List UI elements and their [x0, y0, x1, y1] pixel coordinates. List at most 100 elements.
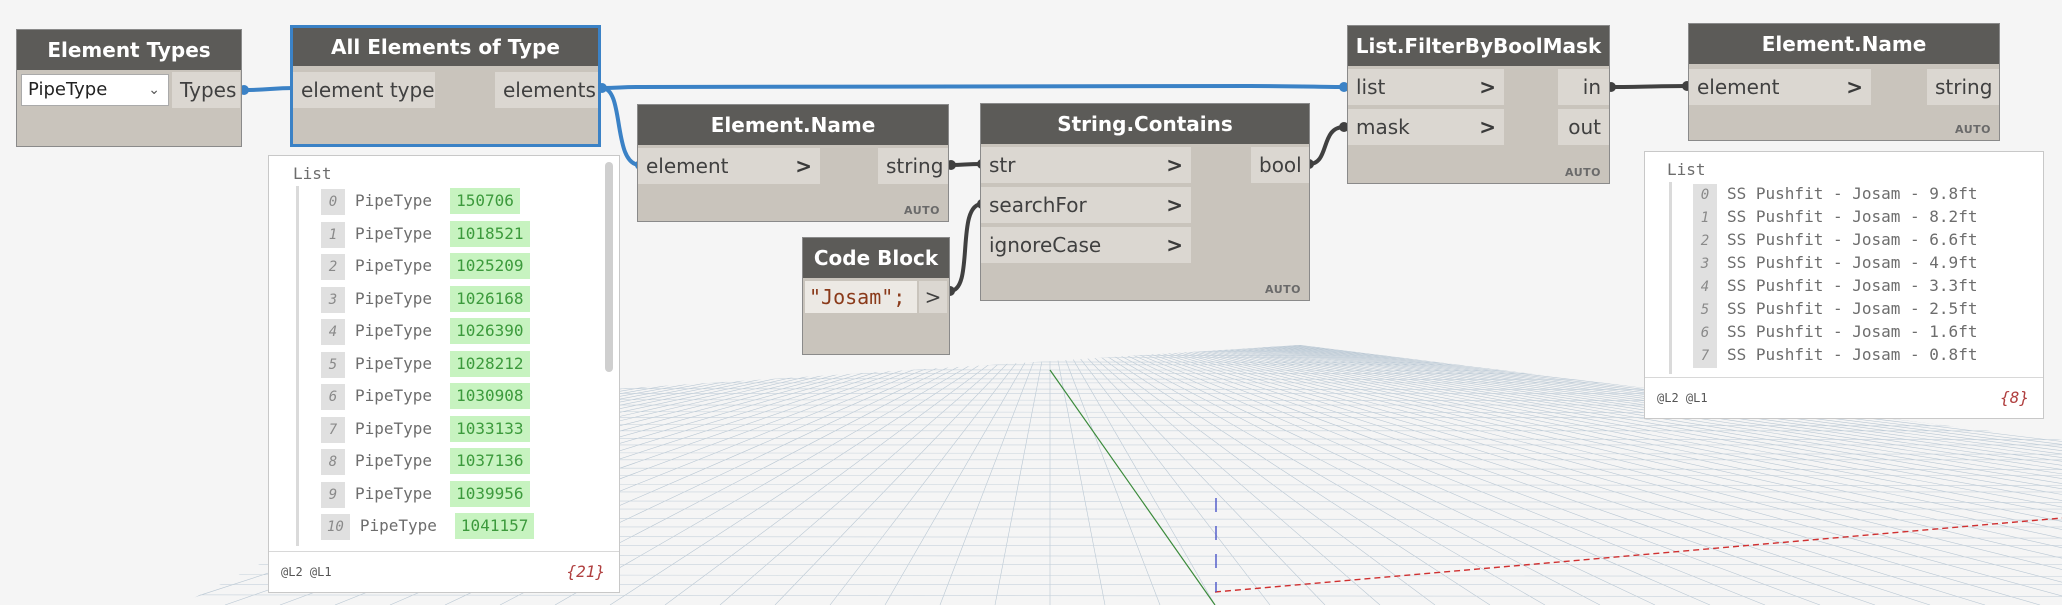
output-port-string[interactable]: string [878, 148, 948, 184]
string-contains-node[interactable]: String.Contains str > searchFor > ignore… [980, 103, 1310, 301]
output-port-code[interactable]: > [919, 281, 947, 313]
item-type: PipeType [355, 386, 433, 405]
input-port-searchfor[interactable]: searchFor > [981, 187, 1191, 223]
port-label: Types [180, 78, 237, 102]
tree-connector [296, 186, 299, 546]
item-id: 1028212 [450, 350, 530, 377]
port-label: elements [503, 78, 596, 102]
code-block-node[interactable]: Code Block "Josam"; > [802, 237, 950, 355]
preview-count: {8} [2000, 388, 2029, 407]
wire-elements-to-list[interactable] [601, 83, 1345, 90]
wire-types-to-element-type[interactable] [243, 86, 296, 92]
item-index: 2 [321, 254, 345, 280]
port-label: list [1356, 75, 1386, 99]
item-type: PipeType [355, 483, 433, 503]
item-text: SS Pushfit - Josam - 1.6ft [1727, 322, 1978, 341]
code-editor[interactable]: "Josam"; [805, 281, 917, 313]
item-index: 5 [321, 351, 345, 378]
item-text: SS Pushfit - Josam - 0.8ft [1727, 345, 1978, 364]
element-type-dropdown[interactable]: PipeType ⌄ [21, 74, 169, 106]
item-index: 7 [321, 416, 345, 443]
filter-by-bool-mask-node[interactable]: List.FilterByBoolMask list > mask > in o… [1347, 25, 1610, 184]
item-index: 4 [1693, 276, 1717, 299]
chevron-right-icon: > [1479, 115, 1496, 139]
item-id: 1026390 [450, 318, 530, 344]
preview-count: {21} [566, 562, 605, 581]
node-title: String.Contains [981, 104, 1309, 144]
input-port-element[interactable]: element > [1689, 69, 1871, 105]
port-label: > [924, 285, 942, 309]
item-index: 10 [321, 514, 350, 540]
preview-levels: @L2 @L1 [1657, 391, 1708, 405]
input-port-ignorecase[interactable]: ignoreCase > [981, 227, 1191, 263]
item-id: 1026168 [450, 285, 530, 312]
element-types-node[interactable]: Element Types PipeType ⌄ Types [16, 29, 242, 147]
preview-list-header: List [293, 164, 332, 183]
element-name-node-2[interactable]: Element.Name element > string AUTO [1688, 23, 2000, 141]
output-port-out[interactable]: out [1558, 109, 1609, 145]
item-index: 4 [321, 319, 345, 345]
item-index: 3 [321, 286, 345, 313]
list-item: 7 SS Pushfit - Josam - 0.8ft [1693, 343, 1978, 368]
input-port-mask[interactable]: mask > [1348, 109, 1504, 145]
element-name-node[interactable]: Element.Name element > string AUTO [637, 104, 949, 222]
port-label: string [1935, 75, 1993, 99]
tree-connector [1669, 182, 1672, 374]
output-port-string[interactable]: string [1927, 69, 1999, 105]
output-port-bool[interactable]: bool [1251, 147, 1309, 183]
node-title: Code Block [803, 238, 949, 278]
lacing-label: AUTO [904, 204, 940, 217]
wire-elements-to-element[interactable] [601, 86, 641, 167]
item-type: PipeType [359, 516, 437, 535]
node-title: List.FilterByBoolMask [1348, 26, 1609, 66]
port-label: searchFor [989, 193, 1087, 217]
item-index: 7 [1693, 345, 1717, 368]
item-index: 8 [321, 449, 345, 475]
item-id: 1025209 [450, 253, 530, 279]
node-title: Element.Name [1689, 24, 1999, 64]
wire-code-to-searchfor[interactable] [949, 202, 983, 293]
preview-list-header: List [1667, 160, 1706, 179]
item-id: 1018521 [450, 220, 530, 247]
all-elements-of-type-node[interactable]: All Elements of Type element type elemen… [290, 25, 601, 147]
input-port-str[interactable]: str > [981, 147, 1191, 183]
item-index: 2 [1693, 230, 1717, 253]
input-port-list[interactable]: list > [1348, 69, 1504, 105]
item-index: 3 [1693, 253, 1717, 276]
item-index: 6 [1693, 322, 1717, 345]
port-label: mask [1356, 115, 1410, 139]
port-label: element type [301, 78, 435, 102]
input-port-element-type[interactable]: element type [293, 72, 435, 108]
item-id: 1030908 [450, 383, 530, 409]
item-text: SS Pushfit - Josam - 8.2ft [1727, 207, 1978, 226]
wire-in-to-element[interactable] [1610, 84, 1688, 89]
port-label: out [1568, 115, 1601, 139]
item-id: 1037136 [450, 448, 530, 474]
item-index: 0 [321, 189, 345, 215]
input-port-element[interactable]: element > [638, 148, 820, 184]
wire-bool-to-mask[interactable] [1308, 125, 1345, 166]
lacing-label: AUTO [1265, 283, 1301, 296]
preview-footer: @L2 @L1 {21} [269, 551, 619, 592]
item-type: PipeType [355, 353, 433, 373]
item-index: 6 [321, 384, 345, 410]
code-text: "Josam"; [809, 285, 906, 309]
item-index: 9 [321, 481, 345, 508]
output-port-elements[interactable]: elements [495, 72, 598, 108]
list-item: 5 PipeType 1028212 [321, 350, 530, 378]
preview-scrollbar[interactable] [605, 162, 613, 372]
output-port-types[interactable]: Types [172, 72, 240, 108]
output-port-in[interactable]: in [1558, 69, 1609, 105]
chevron-down-icon: ⌄ [148, 82, 160, 98]
chevron-right-icon: > [1166, 233, 1183, 257]
